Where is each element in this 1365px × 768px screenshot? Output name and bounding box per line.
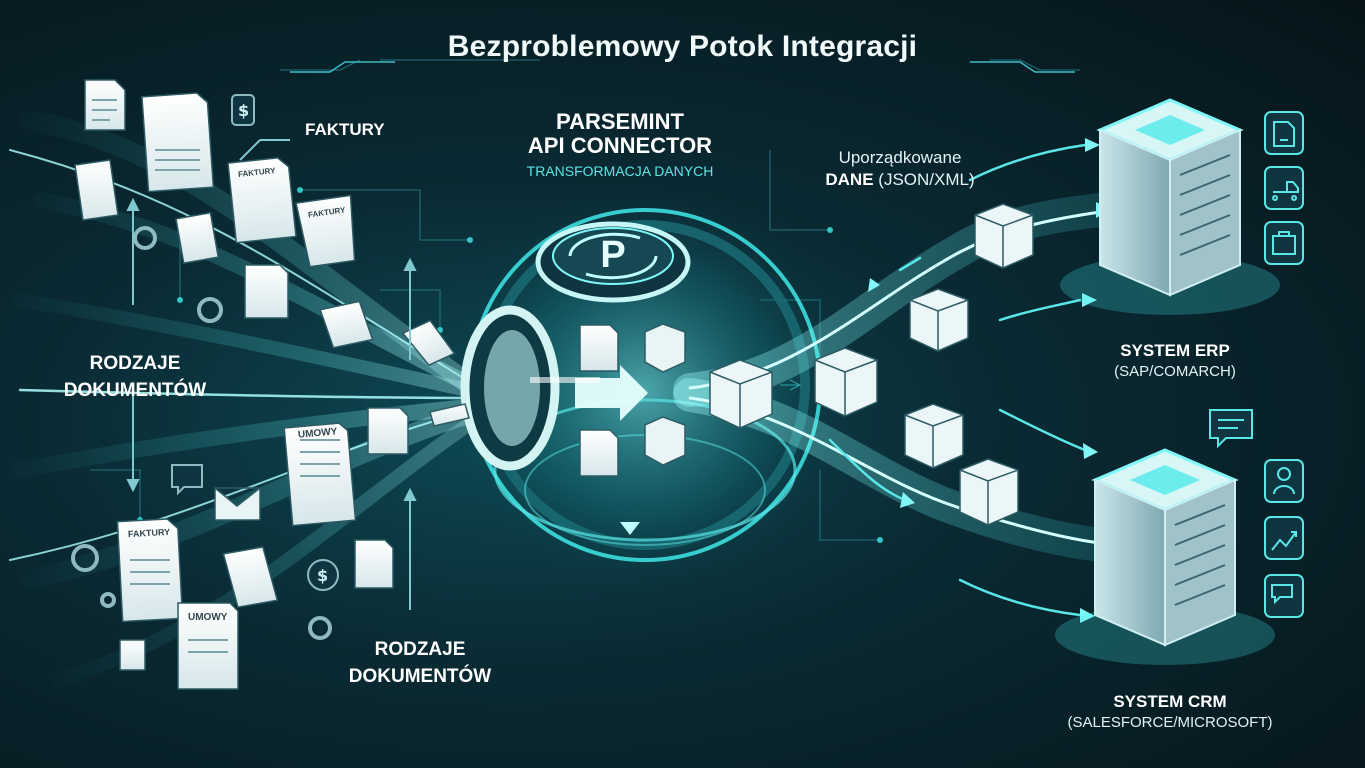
connector-logo-letter: P [600,234,626,276]
receipt-icon [222,546,279,609]
connector-name: PARSEMINT API CONNECTOR [500,110,740,158]
rodzaje-dokumentow-left-label: RODZAJE DOKUMENTÓW [40,350,230,404]
package-3 [909,288,969,352]
umowy-document-icon [283,422,357,527]
rodzaje-bottom-line2: DOKUMENTÓW [348,666,492,687]
doc-caption-umowy-lower: UMOWY [188,612,228,623]
dollar-document-icon [244,264,289,319]
crm-icons [1209,409,1304,618]
envelope-icon [214,487,261,521]
faktury-label: FAKTURY [305,120,385,139]
dollar-badges [171,94,339,591]
curled-receipt-icon [401,319,456,367]
document-icon [367,407,409,455]
erp-system-name: SYSTEM ERP [1120,341,1230,360]
faktury-scroll-icon [295,194,356,268]
invoice-coin-icon [1264,111,1304,155]
rodzaje-left-line1: RODZAJE [89,353,181,374]
money-stack-icon [429,403,470,427]
connector-subtitle: TRANSFORMACJA DANYCH [526,163,714,179]
crm-system-detail: (SALESFORCE/MICROSOFT) [1067,714,1273,731]
output-data-keyword: DANE [825,170,874,189]
gear-icon [100,592,116,608]
title-divider [290,61,1075,73]
curled-receipt-icon [319,300,374,349]
invoice-document-icon [141,92,215,193]
package-2 [814,347,878,417]
hub-docs [579,324,619,477]
hub-boxes [644,323,686,466]
dollar-tag-icon [231,94,255,126]
gear-icons [71,226,332,640]
umowy-document-icon [177,602,239,690]
crm-system-name: SYSTEM CRM [1113,692,1227,711]
erp-server [1060,98,1280,315]
message-icon [171,464,203,496]
growth-chart-icon [1264,516,1304,560]
small-document-icon [119,639,146,671]
package-6 [959,458,1019,526]
connector-name-line1: PARSEMINT [556,109,684,134]
rodzaje-dokumentow-bottom-label: RODZAJE DOKUMENTÓW [325,636,515,690]
faktury-document-icon [116,518,184,623]
connector-name-line2: API CONNECTOR [527,133,713,158]
rodzaje-left-line2: DOKUMENTÓW [63,380,207,401]
receipt-icon [74,159,119,221]
receipt-icon [175,211,220,265]
dollar-glyphs: $ $ [238,101,328,585]
circuit-lines [90,59,1080,541]
svg-text:$: $ [317,566,328,585]
dollar-coin-icon [307,559,339,591]
package-4 [974,203,1034,269]
delivery-truck-icon [1264,166,1304,210]
vertical-connector-arrows [126,139,417,610]
packages-glow [780,379,802,391]
data-packages [709,203,1034,526]
output-label-line1: Uporządkowane [838,148,962,167]
svg-text:$: $ [238,101,249,120]
faktury-document-icon [227,157,297,244]
rodzaje-bottom-line1: RODZAJE [374,639,466,660]
output-data-format: (JSON/XML) [878,170,975,189]
left-documents [74,79,470,690]
erp-system-detail: (SAP/COMARCH) [1114,363,1236,380]
gear-icon [133,226,157,250]
briefcase-icon [1264,221,1304,265]
package-5 [904,403,964,469]
gear-icon [71,544,99,572]
page-title: Bezproblemowy Potok Integracji [447,30,918,63]
connector-hub [435,180,855,600]
gear-icon [197,297,223,323]
document-icon [84,79,126,131]
document-icon [354,539,394,589]
left-doc-lines [92,99,340,653]
crm-server [1055,448,1275,665]
gear-icon [308,616,332,640]
erp-icons [1264,111,1304,265]
outgoing-data-flow [673,143,1117,617]
output-label-line2: DANE (JSON/XML) [810,170,990,190]
package-1 [709,359,773,429]
